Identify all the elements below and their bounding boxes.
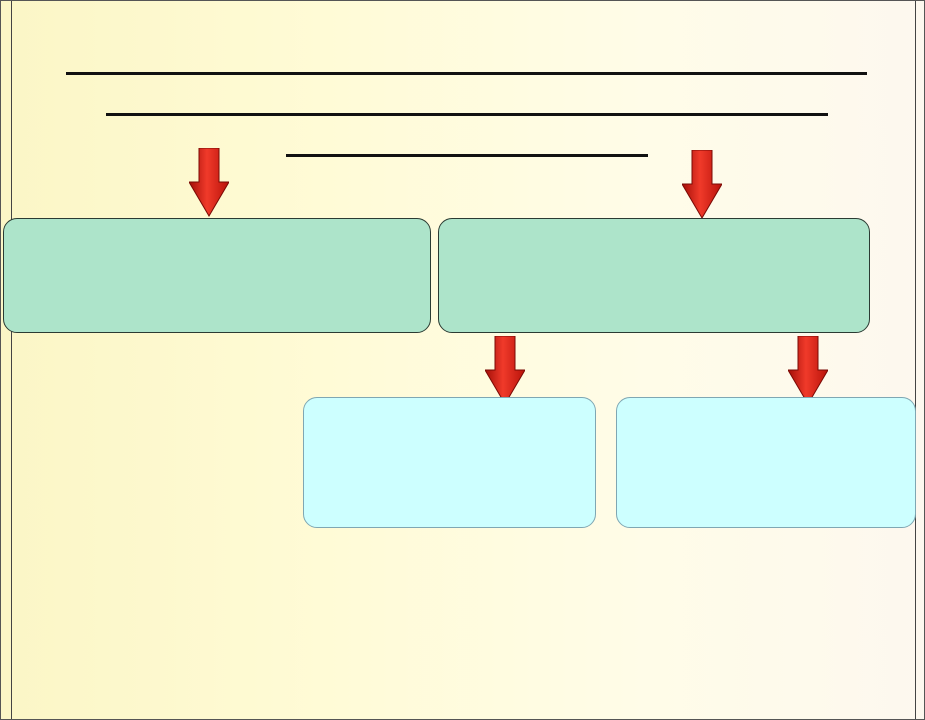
- arrow-down-icon: [189, 148, 229, 218]
- arrow-down-icon: [682, 150, 722, 220]
- arrow-down-icon: [788, 336, 828, 406]
- title-line-3: [286, 154, 648, 157]
- slide-frame: [11, 1, 916, 719]
- title-line-2: [106, 113, 828, 116]
- box-top-right: [438, 218, 870, 333]
- title-line-1: [66, 72, 867, 75]
- box-bottom-left: [303, 397, 596, 528]
- box-top-left: [3, 218, 431, 333]
- box-bottom-right: [616, 397, 916, 528]
- arrow-down-icon: [485, 336, 525, 406]
